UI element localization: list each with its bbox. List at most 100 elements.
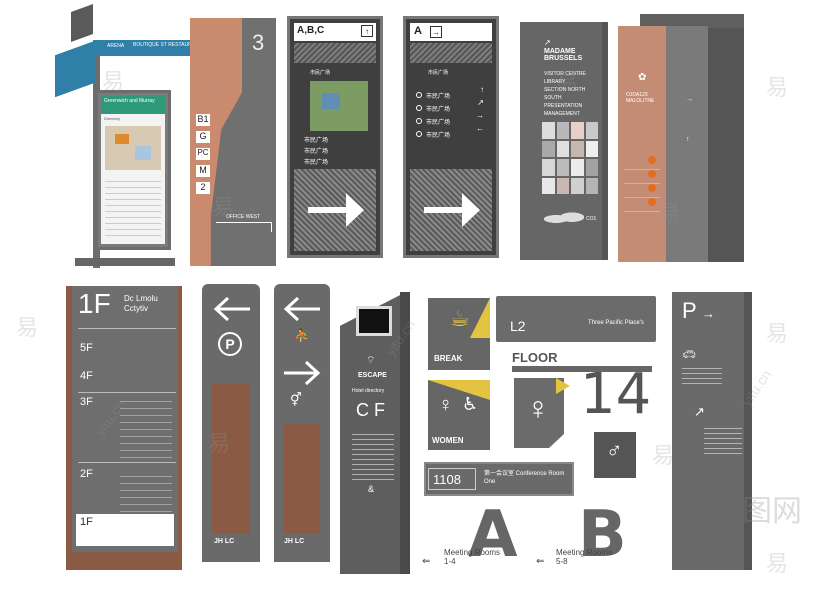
list-row: [624, 184, 660, 198]
floor-number: 1F: [78, 288, 111, 319]
watermark-yi: 易: [16, 316, 39, 341]
floor-list: B1 G PC M 2: [196, 114, 210, 194]
screen: Greenwich and Murray Directory: [101, 96, 165, 244]
world-map: [544, 210, 584, 228]
photo-tile: [542, 140, 555, 157]
room-name: 第一会议室 Conference Room One: [484, 471, 565, 485]
man-icon: ♂: [606, 438, 623, 463]
sign-flag-top: [71, 3, 93, 43]
divider: [78, 328, 176, 329]
women-restroom-sign: ♀ ♿ WOMEN: [428, 380, 490, 450]
orange-dot-icon: [648, 156, 656, 164]
floor-B1: B1: [196, 114, 210, 126]
up-right-arrow-icon: ↗: [477, 98, 484, 107]
left-arrow-icon: ⇐: [536, 556, 545, 567]
totem-sign-greenwich: ARENA BOUTIQUE ST RESTAURANT Greenwich a…: [55, 3, 221, 268]
sign-subtitle: 市民广场: [428, 70, 449, 76]
level-4f: 4F: [80, 370, 93, 382]
photo-tile: [542, 159, 555, 176]
divider: [78, 462, 176, 463]
kiosk-subtitle: Hotel directory: [352, 388, 385, 394]
floor-label: FLOOR: [512, 350, 558, 365]
level-5f: 5F: [80, 342, 93, 354]
sign-base: [75, 258, 175, 266]
sign-line: LIBRARY: [544, 79, 566, 85]
portal-front-copper: ✿ OJDA123 MALOLITNE: [618, 26, 666, 262]
screen-title: Greenwich and Murray: [104, 98, 155, 104]
totem-footer: JH LC: [284, 538, 305, 545]
direction-row: 市民广场↗: [416, 98, 492, 113]
floor-M: M: [196, 165, 210, 177]
kiosk-text-block: [352, 430, 394, 480]
women-label: WOMEN: [432, 436, 464, 445]
woman-figure-icon: ♀: [526, 390, 550, 426]
map-zone: [135, 146, 151, 160]
current-floor-box: 1F: [76, 514, 174, 546]
photo-tile: [556, 177, 569, 194]
divider: [78, 392, 176, 393]
screen-subtitle: Directory: [104, 116, 121, 121]
photo-grid: [542, 122, 598, 194]
right-arrow-icon: [424, 193, 480, 227]
wifi-icon: ⌔: [366, 355, 376, 366]
break-room-sign: ☕ BREAK: [428, 298, 490, 370]
direction-row: 市民广场←: [416, 124, 492, 139]
map-title: 市民广场: [310, 70, 331, 76]
photo-tile: [571, 177, 584, 194]
sign-line: VISITOR CENTRE: [544, 71, 586, 77]
direction-list: 市民广场↑ 市民广场↗ 市民广场→ 市民广场←: [416, 85, 492, 139]
number-box: 1108: [428, 468, 476, 490]
leaf-icon: ✿: [638, 72, 647, 83]
sign-line: SECTION NORTH SOUTH: [544, 87, 586, 101]
floor-label-sign: FLOOR: [512, 350, 652, 374]
arrow-icon: →: [686, 96, 693, 103]
orange-dot-icon: [648, 198, 656, 206]
watermark-yi: 易: [766, 322, 789, 347]
hotel-kiosk: ⌔ ESCAPE Hotel directory C F &: [340, 292, 412, 574]
level-label: L2: [510, 318, 526, 334]
photo-tile: [556, 122, 569, 139]
watermark-yi: 易: [766, 552, 789, 577]
sign-pattern-top: [410, 43, 492, 63]
totem-footer: JH LC: [214, 538, 235, 545]
kiosk-title: ESCAPE: [358, 372, 387, 379]
woman-icon: ♀: [438, 394, 453, 416]
list-row: [624, 156, 660, 170]
up-right-arrow-icon: ↗: [694, 404, 705, 419]
parking-arrow-totem: P JH LC: [198, 284, 264, 570]
totem-stripe: [212, 384, 250, 534]
map-zone: [115, 134, 129, 144]
coffee-icon: ☕: [450, 306, 470, 331]
female-figure-sign: ♀: [514, 378, 564, 448]
list-row: [624, 198, 660, 212]
level-text: Three Pacific Place's: [588, 320, 644, 326]
directory-subtitle-2: Cctytiv: [124, 304, 148, 313]
yellow-accent: [470, 298, 490, 338]
screen-frame: Greenwich and Murray Directory: [95, 90, 171, 250]
left-arrow-icon: ⇐: [422, 556, 431, 567]
floor-bar: [512, 366, 652, 372]
direction-row: 市民广场→: [416, 111, 492, 126]
sign-footer: CO1: [586, 216, 597, 222]
directory-subtitle: Dc Lmolu: [124, 294, 158, 303]
circle-icon: [416, 92, 422, 98]
right-arrow-icon: [308, 193, 364, 227]
compass-icon: ↗: [544, 38, 551, 47]
level-2-sign: L2 Three Pacific Place's: [496, 296, 656, 342]
parking-text: [682, 364, 722, 384]
screen-list: [105, 176, 161, 236]
sign-header: A →: [410, 23, 492, 41]
break-label: BREAK: [434, 354, 463, 363]
sign-line: PRESENTATION: [544, 103, 583, 109]
accessible-icon: ♿: [462, 394, 479, 414]
tenant-list: [120, 470, 172, 512]
photo-tile: [585, 159, 598, 176]
photo-tile: [585, 122, 598, 139]
up-arrow-icon: ↑: [480, 85, 484, 94]
sign-title: MADAME BRUSSELS: [544, 48, 583, 62]
parking-icon: P: [218, 332, 242, 356]
floor-G: G: [196, 131, 210, 143]
floor-sign-3: 3 B1 G PC M 2 OFFICE WEST: [190, 18, 276, 266]
watermark-yi: 易: [766, 76, 789, 101]
conference-room-sign: 1108 第一会议室 Conference Room One: [424, 462, 574, 496]
